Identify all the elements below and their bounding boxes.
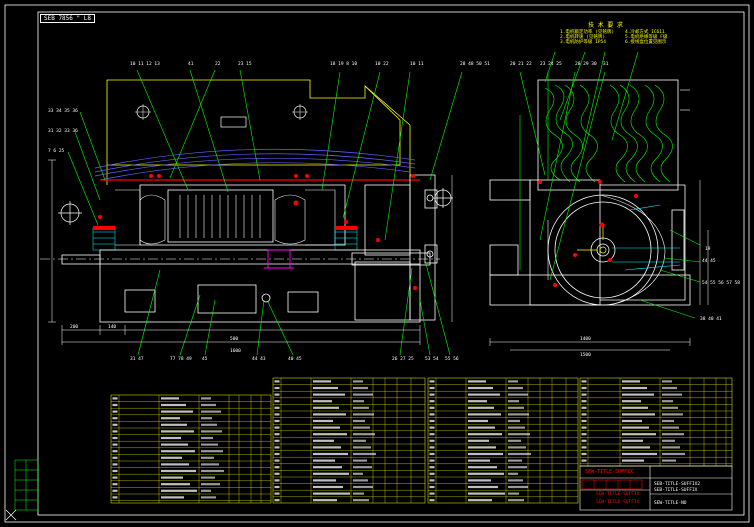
title-block-right2: SEB-TITLE-SUFFIX (654, 488, 698, 493)
svg-text:31 47: 31 47 (130, 356, 144, 362)
drawing-frame (4, 4, 750, 523)
note-item: 5.电机绝缘等级 F级 (625, 35, 668, 40)
title-block-right1: SEB-TITLE-SUFFIX2 (654, 482, 701, 487)
parts-list-grid (111, 378, 732, 503)
svg-text:200: 200 (70, 324, 78, 330)
title-block-right3: SEW-TITLE-NO (654, 501, 687, 506)
svg-text:26 27 25: 26 27 25 (392, 356, 414, 362)
notes-list-2: 4.冷却方式 IC611 5.电机绝缘等级 F级 6.接线盒位置见图示 (625, 30, 667, 45)
note-item: 3.电机防护等级 IP54 (560, 40, 606, 45)
title-block (579, 465, 733, 511)
note-item: 1.电机额定功率 (见铭牌) (560, 30, 615, 35)
svg-text:1600: 1600 (230, 348, 241, 354)
motor-end-elevation: 20 21 22 23 24 25 28 29 30 31 19 44 45 54 5… (489, 51, 740, 358)
svg-text:44 43: 44 43 (252, 356, 266, 362)
svg-text:10 11 12 13: 10 11 12 13 (130, 61, 160, 67)
svg-text:40 45: 40 45 (288, 356, 302, 362)
svg-text:31 32 33 36: 31 32 33 36 (48, 128, 78, 134)
svg-text:41: 41 (188, 61, 194, 67)
svg-text:1500: 1500 (580, 352, 591, 358)
svg-text:44 45: 44 45 (702, 258, 716, 264)
notes-list: 1.电机额定功率 (见铭牌) 2.电机转速 (见铭牌) 3.电机防护等级 IP5… (560, 30, 614, 45)
svg-text:500: 500 (230, 336, 238, 342)
svg-text:45: 45 (202, 356, 208, 362)
svg-text:28 48 50 51: 28 48 50 51 (460, 61, 490, 67)
svg-text:19: 19 (705, 246, 711, 252)
svg-text:22: 22 (215, 61, 221, 67)
svg-text:140: 140 (108, 324, 116, 330)
svg-text:18 19 8 10: 18 19 8 10 (330, 61, 357, 67)
note-item: 2.电机转速 (见铭牌) (560, 35, 606, 40)
note-item: 6.接线盒位置见图示 (625, 40, 667, 45)
svg-text:10 11: 10 11 (410, 61, 424, 67)
note-item: 4.冷却方式 IC611 (625, 30, 665, 35)
svg-text:28 29 30: 28 29 30 (575, 61, 597, 67)
title-block-line1: SEW-TITLE-SUFFIX (585, 469, 634, 475)
title-block-line3: SEW-TITLE-SUFFIX (596, 500, 640, 505)
ucs-axis-icon (5, 509, 17, 521)
svg-text:54 55 56 57 58: 54 55 56 57 58 (702, 280, 740, 286)
svg-text:53 54: 53 54 (425, 356, 439, 362)
drawing-title-tag: SEB 7856 " L8 (40, 14, 95, 23)
notes-heading: 技 术 要 求 (588, 22, 623, 29)
svg-text:31: 31 (603, 61, 609, 67)
svg-text:7 6 25: 7 6 25 (48, 148, 65, 154)
svg-text:23 24 25: 23 24 25 (540, 61, 562, 67)
svg-text:38 40 41: 38 40 41 (700, 316, 722, 322)
svg-text:20 21 22: 20 21 22 (510, 61, 532, 67)
svg-text:10 22: 10 22 (375, 61, 389, 67)
motor-side-elevation: 200 140 500 1600 10 11 12 13 41 22 23 15 18 … (40, 61, 490, 362)
revision-column (14, 459, 39, 511)
svg-text:1400: 1400 (580, 336, 591, 342)
svg-text:55 56: 55 56 (445, 356, 459, 362)
svg-text:77 78 49: 77 78 49 (170, 356, 192, 362)
svg-text:23 15: 23 15 (238, 61, 252, 67)
svg-text:33 34 35 36: 33 34 35 36 (48, 108, 78, 114)
title-block-line2: SEW-TITLE-SUFFIX (596, 492, 640, 497)
